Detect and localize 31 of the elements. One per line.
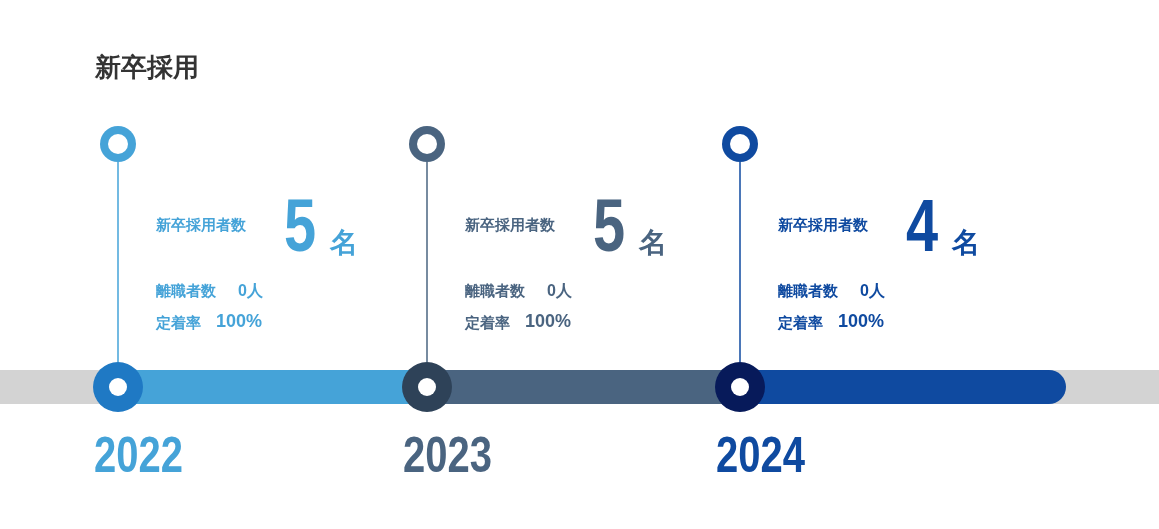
year-label: 2024: [716, 427, 805, 483]
marker-ring: [100, 126, 136, 162]
count-number: 4: [906, 186, 939, 266]
stat-label: 定着率: [465, 314, 510, 333]
connector-line: [117, 161, 119, 363]
unit-label: 名: [330, 226, 358, 260]
marker-ring: [409, 126, 445, 162]
stat-label: 離職者数: [778, 282, 838, 301]
stat-value: 0人: [238, 281, 263, 301]
stat-label: 定着率: [778, 314, 823, 333]
connector-line: [739, 161, 741, 363]
year-label: 2023: [403, 427, 492, 483]
stat-value: 0人: [547, 281, 572, 301]
timeline-dot: [715, 362, 765, 412]
connector-line: [426, 161, 428, 363]
unit-label: 名: [952, 226, 980, 260]
stat-value: 100%: [525, 311, 572, 332]
year-label: 2022: [94, 427, 183, 483]
count-number: 5: [593, 186, 626, 266]
stat-label: 離職者数: [465, 282, 525, 301]
page-title: 新卒採用: [95, 51, 199, 84]
stat-value: 100%: [216, 311, 263, 332]
unit-label: 名: [639, 226, 667, 260]
timeline-dot: [93, 362, 143, 412]
stat-label: 定着率: [156, 314, 201, 333]
stat-value: 0人: [860, 281, 885, 301]
timeline-dot: [402, 362, 452, 412]
marker-ring: [722, 126, 758, 162]
stat-label: 離職者数: [156, 282, 216, 301]
count-number: 5: [284, 186, 317, 266]
stat-value: 100%: [838, 311, 885, 332]
